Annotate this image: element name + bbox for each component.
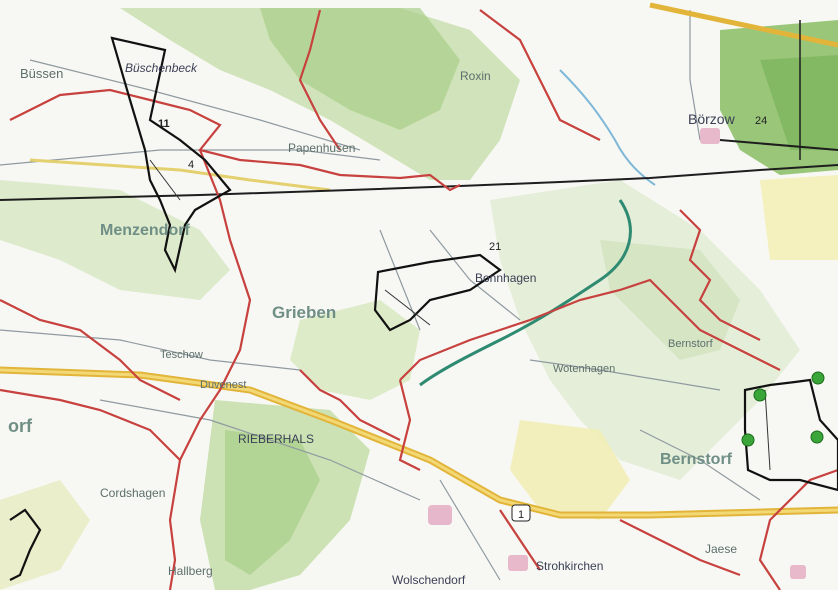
- label-papenhusen: Papenhusen: [288, 141, 355, 155]
- label-grieben: Grieben: [272, 303, 336, 322]
- label-wotenhagen: Wotenhagen: [553, 363, 615, 375]
- label-cordshagen: Cordshagen: [100, 486, 165, 500]
- area-numbers: 11 24 21 4: [158, 115, 767, 253]
- area-hatching: [149, 159, 771, 471]
- area-number-11: 11: [158, 118, 170, 130]
- project-areas: [9, 36, 838, 581]
- area-number-24: 24: [755, 115, 767, 127]
- main-road: [0, 2, 838, 519]
- label-bernstorf-small: Bernstorf: [668, 338, 714, 350]
- route-marker: 1: [511, 504, 531, 522]
- label-jaese: Jaese: [705, 542, 737, 556]
- place-labels: Büssen Büschenbeck Roxin Börzow Papenhus…: [8, 61, 737, 587]
- admin-boundaries: [0, 9, 838, 590]
- turbine-markers: [741, 371, 825, 447]
- label-bueschenbeck: Büschenbeck: [125, 61, 198, 75]
- label-bernstorf: Bernstorf: [660, 451, 733, 468]
- svg-text:1: 1: [518, 509, 524, 521]
- label-buessen: Büssen: [20, 66, 63, 81]
- label-teschow: Teschow: [160, 349, 203, 361]
- label-hallberg: Hallberg: [168, 564, 213, 578]
- label-duvenest: Duvenest: [200, 379, 246, 391]
- label-rieberhals: RIEBERHALS: [238, 432, 314, 446]
- label-roxin: Roxin: [460, 69, 491, 83]
- black-line-2: [719, 139, 838, 151]
- label-bonnhagen: Bonnhagen: [475, 271, 536, 285]
- label-strohkirchen: Strohkirchen: [536, 559, 603, 573]
- area-number-4: 4: [188, 159, 194, 171]
- settlement-shapes: [428, 128, 806, 579]
- minor-roads: [0, 10, 761, 581]
- label-boerzow: Börzow: [688, 111, 736, 127]
- label-menzendorf: Menzendorf: [100, 222, 190, 239]
- label-orf: orf: [8, 416, 33, 436]
- water-features: [419, 69, 656, 387]
- label-wolschendorf: Wolschendorf: [392, 573, 466, 587]
- area-number-21: 21: [489, 241, 501, 253]
- black-line: [0, 164, 838, 201]
